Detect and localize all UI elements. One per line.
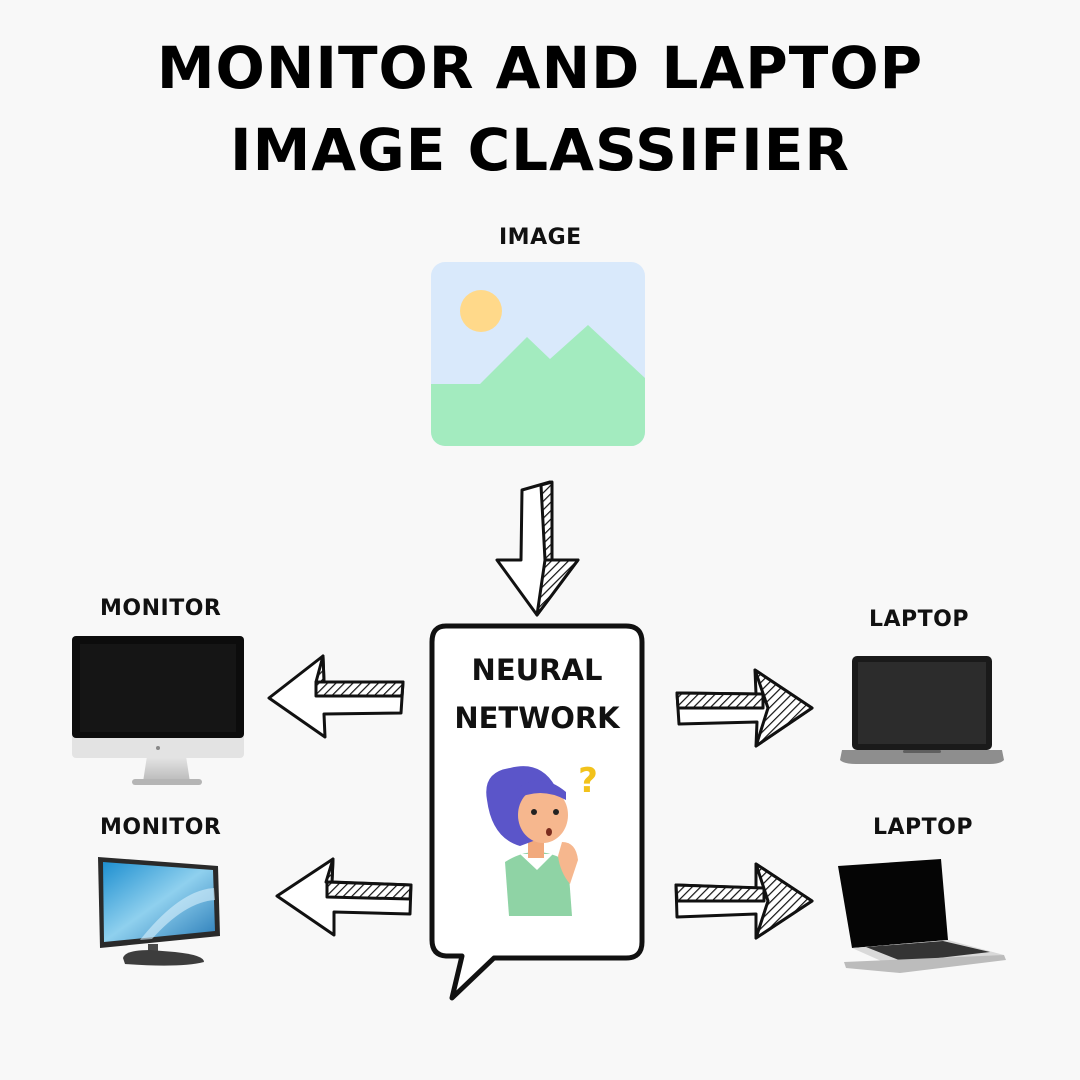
diagram-title-line-2: IMAGE CLASSIFIER [229, 116, 850, 184]
arrow-down-icon [495, 480, 580, 617]
network-label-line-2: NETWORK [454, 701, 621, 735]
monitor-top-image [72, 636, 244, 785]
laptop-bottom-label: LAPTOP [873, 815, 974, 840]
network-label-line-1: NEURAL [472, 653, 603, 687]
arrow-left-bottom-icon [275, 857, 413, 937]
diagram-title-line-1: MONITOR AND LAPTOP [156, 34, 924, 102]
laptop-top-label: LAPTOP [869, 607, 970, 632]
question-mark-icon: ? [578, 761, 598, 801]
arrow-right-bottom-icon [674, 862, 814, 940]
monitor-bottom-image [98, 857, 220, 966]
image-label: IMAGE [499, 225, 582, 250]
thinking-girl-icon: ? [486, 761, 598, 916]
arrow-right-top-icon [675, 668, 814, 748]
monitor-top-label: MONITOR [100, 596, 222, 621]
laptop-top-image [840, 656, 1004, 764]
arrow-left-top-icon [267, 654, 405, 739]
laptop-bottom-image [838, 859, 1006, 973]
monitor-bottom-label: MONITOR [100, 815, 222, 840]
image-placeholder-icon [431, 262, 645, 446]
